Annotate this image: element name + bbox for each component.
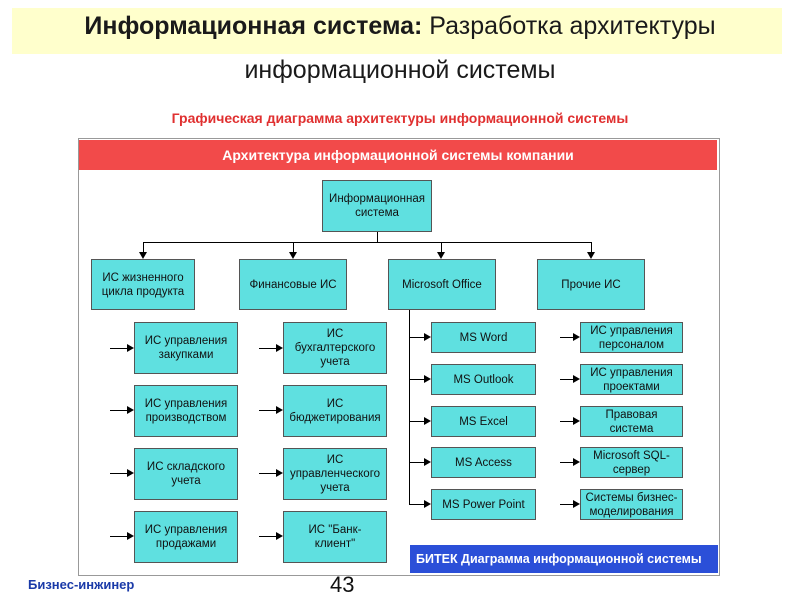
- arrow-line-c2-2: [259, 410, 277, 411]
- arrow-cat1: [139, 252, 147, 259]
- arrow-line-c3-5: [409, 504, 425, 505]
- arrow-line-c3-1: [409, 337, 425, 338]
- category-node-2: Финансовые ИС: [239, 259, 347, 310]
- arrow-line-c1-2: [110, 410, 128, 411]
- col4-node-1: ИС управления персоналом: [580, 322, 683, 353]
- arrow-c2-4: [276, 532, 283, 540]
- footer-company: Бизнес-инжинер: [28, 577, 135, 592]
- arrow-c2-1: [276, 344, 283, 352]
- office-vertical-connector: [409, 310, 410, 504]
- arrow-c4-2: [573, 375, 580, 383]
- diagram-subtitle: Графическая диаграмма архитектуры информ…: [171, 110, 629, 126]
- arrow-c3-5: [424, 500, 431, 508]
- diagram-footer-banner: БИТЕК Диаграмма информационной системы: [410, 545, 718, 573]
- col4-node-3: Правовая система: [580, 406, 683, 437]
- connector-cat3: [441, 242, 442, 252]
- col3-node-5: MS Power Point: [431, 489, 536, 520]
- arrow-c3-4: [424, 458, 431, 466]
- col1-node-3: ИС складского учета: [134, 448, 238, 500]
- col2-node-2: ИС бюджетирования: [283, 385, 387, 437]
- connector-horizontal: [143, 242, 591, 243]
- arrow-c4-5: [573, 500, 580, 508]
- col1-node-2: ИС управления производством: [134, 385, 238, 437]
- title-bold-part: Информационная система:: [84, 12, 423, 40]
- col4-node-4: Microsoft SQL- сервер: [580, 447, 683, 478]
- col1-node-1: ИС управления закупками: [134, 322, 238, 374]
- connector-cat2: [293, 242, 294, 252]
- col3-node-4: MS Access: [431, 447, 536, 478]
- arrow-c1-4: [127, 532, 134, 540]
- arrow-line-c2-1: [259, 348, 277, 349]
- category-node-3: Microsoft Office: [388, 259, 496, 310]
- arrow-c4-4: [573, 458, 580, 466]
- arrow-line-c3-4: [409, 462, 425, 463]
- arrow-c1-2: [127, 406, 134, 414]
- arrow-line-c4-4: [560, 462, 574, 463]
- page-number: 43: [330, 572, 355, 597]
- category-node-4: Прочие ИС: [537, 259, 645, 310]
- connector-cat4: [591, 242, 592, 252]
- arrow-cat3: [437, 252, 445, 259]
- arrow-cat2: [289, 252, 297, 259]
- arrow-line-c4-2: [560, 379, 574, 380]
- arrow-line-c2-3: [259, 473, 277, 474]
- col4-node-2: ИС управления проектами: [580, 364, 683, 395]
- col3-node-1: MS Word: [431, 322, 536, 353]
- page-title-line2: информационной системы: [244, 56, 556, 84]
- arrow-line-c4-3: [560, 421, 574, 422]
- col4-node-5: Системы бизнес- моделирования: [580, 489, 683, 520]
- col2-node-1: ИС бухгалтерского учета: [283, 322, 387, 374]
- page-title: Информационная система: Разработка архит…: [0, 12, 800, 41]
- arrow-c1-3: [127, 469, 134, 477]
- arrow-c3-3: [424, 417, 431, 425]
- arrow-line-c1-1: [110, 348, 128, 349]
- arrow-line-c1-4: [110, 536, 128, 537]
- diagram-header: Архитектура информационной системы компа…: [79, 140, 717, 170]
- arrow-c2-3: [276, 469, 283, 477]
- arrow-c4-1: [573, 333, 580, 341]
- arrow-c2-2: [276, 406, 283, 414]
- connector-cat1: [143, 242, 144, 252]
- arrow-line-c4-5: [560, 504, 574, 505]
- root-node: Информационная система: [322, 180, 432, 232]
- arrow-c3-2: [424, 375, 431, 383]
- connector-root-down: [377, 232, 378, 242]
- arrow-line-c4-1: [560, 337, 574, 338]
- col2-node-3: ИС управленческого учета: [283, 448, 387, 500]
- title-rest-part: Разработка архитектуры: [422, 12, 716, 40]
- arrow-line-c3-2: [409, 379, 425, 380]
- col3-node-3: MS Excel: [431, 406, 536, 437]
- arrow-line-c1-3: [110, 473, 128, 474]
- arrow-c3-1: [424, 333, 431, 341]
- col3-node-2: MS Outlook: [431, 364, 536, 395]
- arrow-c1-1: [127, 344, 134, 352]
- col2-node-4: ИС "Банк- клиент": [283, 511, 387, 563]
- arrow-line-c2-4: [259, 536, 277, 537]
- category-node-1: ИС жизненного цикла продукта: [91, 259, 195, 310]
- arrow-line-c3-3: [409, 421, 425, 422]
- arrow-c4-3: [573, 417, 580, 425]
- arrow-cat4: [587, 252, 595, 259]
- title-band: [12, 8, 782, 54]
- col1-node-4: ИС управления продажами: [134, 511, 238, 563]
